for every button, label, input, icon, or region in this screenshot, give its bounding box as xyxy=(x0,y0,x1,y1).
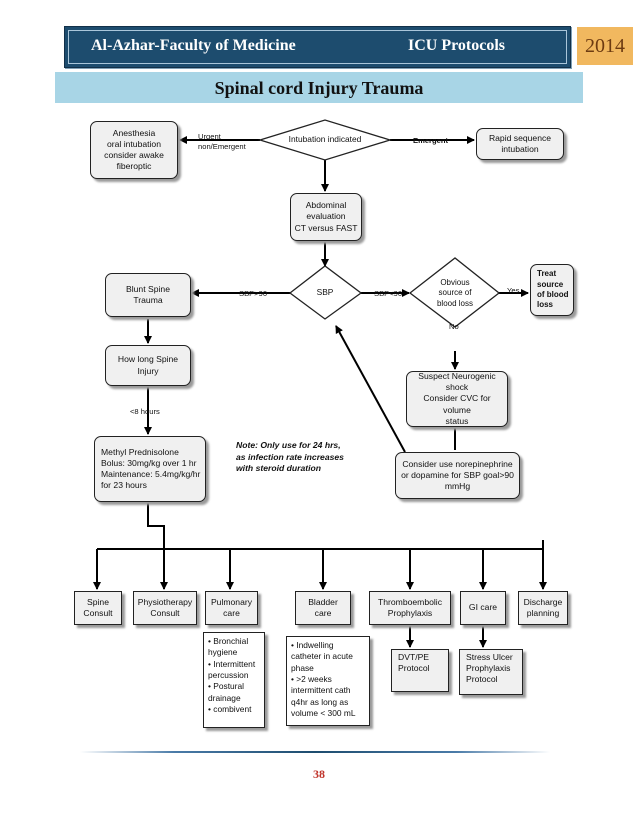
header-bar: Al-Azhar-Faculty of Medicine ICU Protoco… xyxy=(64,26,633,68)
page-number: 38 xyxy=(313,767,325,781)
physiotherapy-box: Physiotherapy Consult xyxy=(133,591,197,625)
neurogenic-shock-box: Suspect Neurogenic shock Consider CVC fo… xyxy=(406,371,508,427)
less-than-8-hours-label: <8 hours xyxy=(130,407,160,416)
steroid-note: Note: Only use for 24 hrs, as infection … xyxy=(236,440,344,474)
gi-care-box: GI care xyxy=(460,591,506,625)
bladder-care-box: Bladder care xyxy=(295,591,351,625)
thromboembolic-box: Thromboembolic Prophylaxis xyxy=(369,591,451,625)
header-series: ICU Protocols xyxy=(408,37,506,54)
page-title: Spinal cord Injury Trauma xyxy=(214,78,424,98)
no-label: No xyxy=(449,322,459,331)
discharge-planning-box: Discharge planning xyxy=(518,591,568,625)
blood-loss-decision-diamond xyxy=(408,257,501,328)
footer-divider xyxy=(80,751,550,753)
blood-loss-text: Obvious source of blood loss xyxy=(436,278,474,308)
yes-label: Yes xyxy=(507,286,520,295)
pulmonary-care-box: Pulmonary care xyxy=(205,591,258,625)
stress-ulcer-box: Stress Ulcer Prophylaxis Protocol xyxy=(459,649,523,695)
intubation-indicated-text: Intubation indicated xyxy=(288,134,362,144)
list-item: • Postural drainage xyxy=(208,681,244,703)
abdominal-evaluation-box: Abdominal evaluation CT versus FAST xyxy=(290,193,362,241)
spine-consult-box: Spine Consult xyxy=(74,591,122,625)
page-title-bar: Spinal cord Injury Trauma xyxy=(55,72,583,103)
pulmonary-care-list: • Bronchial hygiene • Intermittent percu… xyxy=(203,632,265,728)
list-item: • Indwelling catheter in acute phase xyxy=(291,640,353,673)
treat-source-box: Treat source of blood loss xyxy=(530,264,574,316)
rapid-sequence-box: Rapid sequence intubation xyxy=(476,128,564,160)
sbp-greater-90-label: SBP>90 xyxy=(239,289,268,298)
blunt-spine-box: Blunt Spine Trauma xyxy=(105,273,191,317)
list-item: • >2 weeks intermittent cath q4hr as lon… xyxy=(291,674,356,719)
list-item: • Bronchial hygiene xyxy=(208,636,249,658)
dvt-pe-box: DVT/PE Protocol xyxy=(391,649,449,692)
intubation-decision-diamond xyxy=(257,119,393,161)
sbp-decision-diamond xyxy=(288,265,363,320)
urgent-label: Urgent non/Emergent xyxy=(198,132,246,151)
how-long-box: How long Spine Injury xyxy=(105,345,191,386)
sbp-text: SBP xyxy=(316,287,334,297)
header-inner-border xyxy=(68,30,567,64)
header-year: 2014 xyxy=(575,27,633,65)
norepinephrine-box: Consider use norepinephrine or dopamine … xyxy=(395,452,520,499)
list-item: • Intermittent percussion xyxy=(208,658,256,681)
sbp-less-90-label: SBP<90 xyxy=(374,289,403,298)
header-institution: Al-Azhar-Faculty of Medicine xyxy=(91,37,296,54)
anesthesia-box: Anesthesia oral intubation consider awak… xyxy=(90,121,178,179)
bladder-care-list: • Indwelling catheter in acute phase • >… xyxy=(286,636,370,726)
methyl-prednisolone-box: Methyl Prednisolone Bolus: 30mg/kg over … xyxy=(94,436,206,502)
emergent-label: Emergent xyxy=(413,136,449,145)
list-item: • combivent xyxy=(208,704,252,715)
